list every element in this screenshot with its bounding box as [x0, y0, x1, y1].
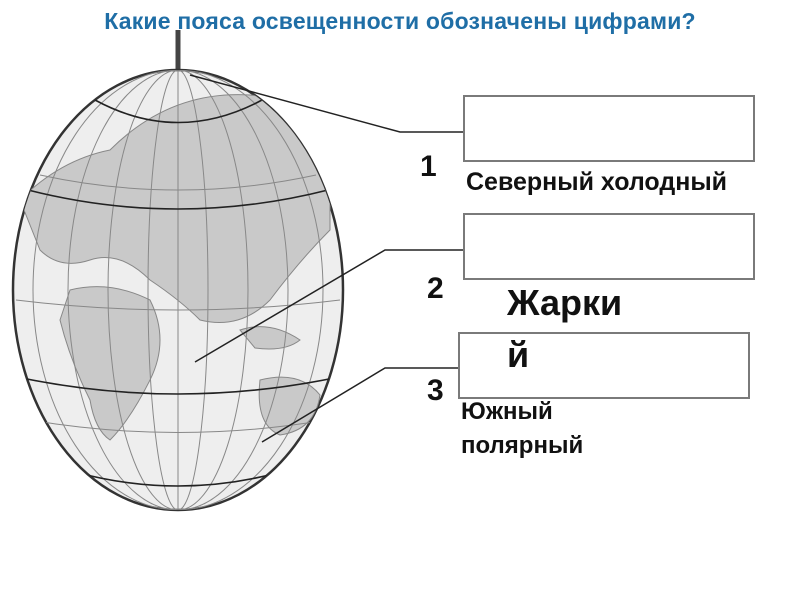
leader-line-3	[261, 367, 458, 443]
leader-line-1	[189, 74, 463, 133]
answer-box-3[interactable]	[458, 332, 750, 399]
zone-number-1: 1	[420, 150, 437, 183]
zone-number-2: 2	[427, 272, 444, 305]
australia-landmass	[258, 376, 321, 436]
answer-text-2-line1: Жарки	[507, 282, 623, 323]
question-title: Какие пояса освещенности обозначены цифр…	[104, 8, 696, 34]
answer-box-2[interactable]	[463, 213, 755, 280]
zone-number-3: 3	[427, 374, 444, 407]
answer-text-3-line1: Южный	[461, 398, 553, 425]
answer-text-1: Северный холодный	[466, 168, 728, 196]
leader-line-2	[194, 249, 463, 363]
answer-box-1[interactable]	[463, 95, 755, 162]
answer-text-3-line2: полярный	[461, 432, 584, 459]
africa-landmass	[59, 286, 161, 441]
answer-text-2-line2: й	[507, 334, 530, 375]
